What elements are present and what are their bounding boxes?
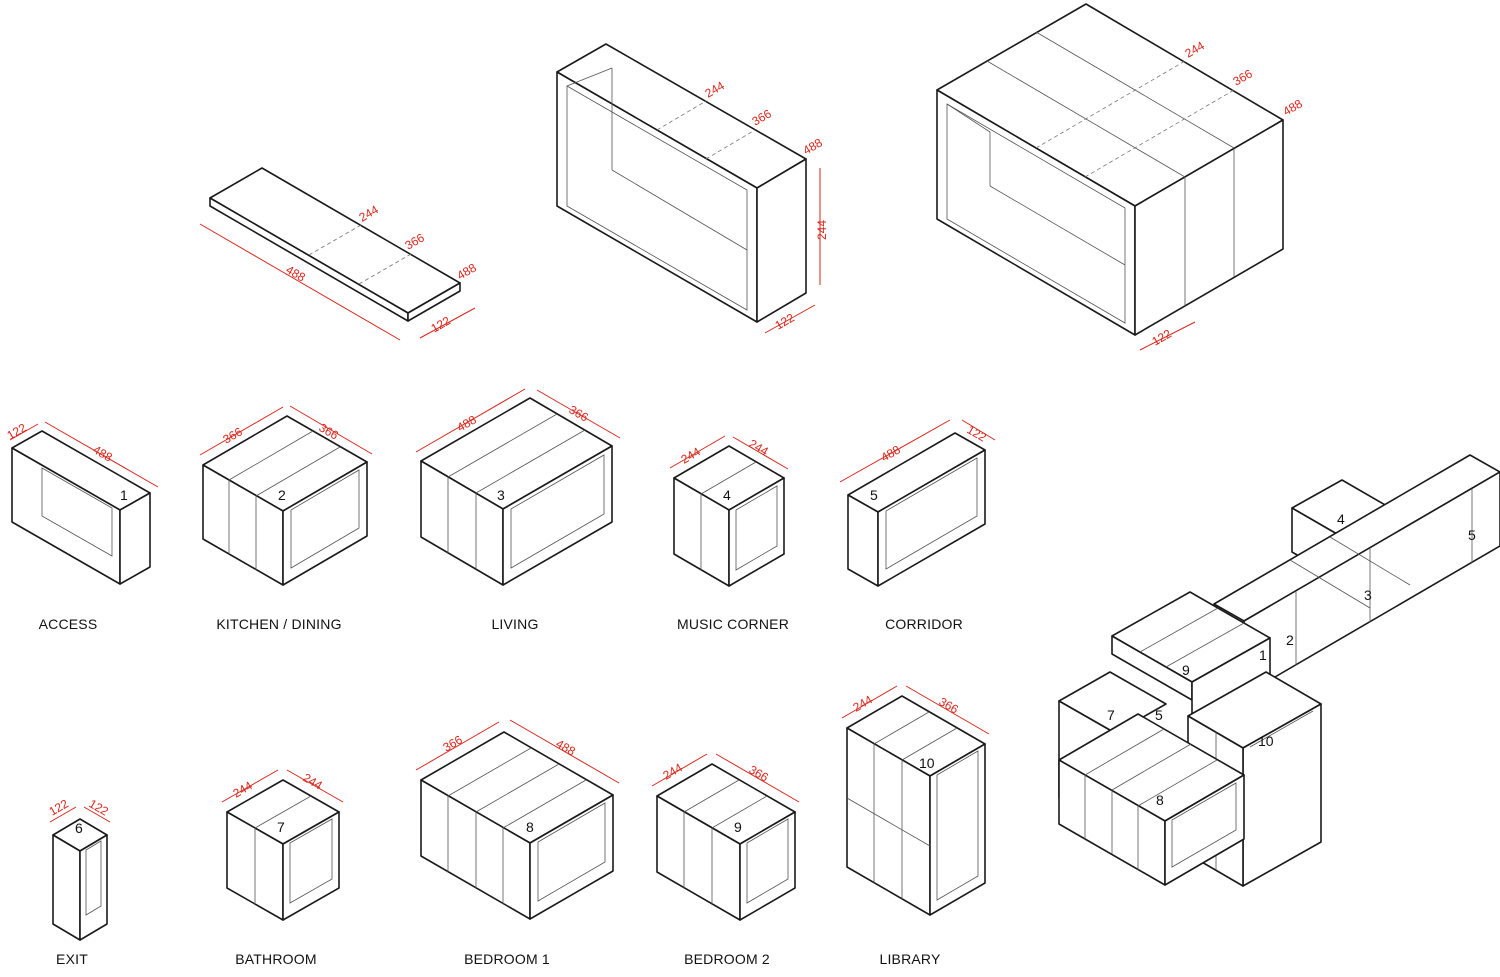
module-label-living: LIVING	[491, 616, 539, 632]
living-number: 3	[497, 487, 505, 503]
corridor-dim-a: 488	[879, 442, 904, 464]
kitchen-number: 2	[278, 487, 286, 503]
assembly-number-8: 8	[1156, 792, 1164, 808]
panel-dim-488-length: 488	[284, 262, 309, 284]
bed1-dim-b: 488	[554, 736, 579, 758]
library-dim-b: 366	[937, 694, 962, 716]
bed2-number: 9	[734, 819, 742, 835]
bath-number: 7	[277, 819, 285, 835]
module-kitchen-dining: 366 366 2	[199, 405, 373, 586]
module-bathroom: 244 244 7	[221, 769, 344, 921]
shelf-unit: 244 366 488 244 122	[556, 43, 829, 334]
module-bedroom-1: 366 488 8	[415, 719, 620, 920]
bed2-dim-b: 366	[747, 762, 772, 784]
corridor-number: 5	[870, 487, 878, 503]
wide-dim-122: 122	[1150, 326, 1175, 348]
assembly-number-4: 4	[1337, 511, 1345, 527]
module-label-corridor: CORRIDOR	[885, 616, 963, 632]
panel-dim-488-end: 488	[455, 260, 480, 282]
module-label-bedroom-2: BEDROOM 2	[684, 951, 770, 967]
shelf-dim-488: 488	[801, 135, 826, 157]
module-living: 488 366 3	[415, 388, 621, 586]
module-label-kitchen-dining: KITCHEN / DINING	[216, 616, 342, 632]
panel-dim-244: 244	[357, 202, 382, 224]
shelf-dim-122: 122	[773, 310, 798, 332]
assembly-number-1: 1	[1259, 647, 1267, 663]
bed1-dim-a: 366	[441, 732, 466, 754]
module-exit: 122 122 6	[47, 796, 112, 941]
assembly-number-5b: 5	[1155, 707, 1163, 723]
panel-dim-366: 366	[403, 230, 428, 252]
bed1-number: 8	[526, 819, 534, 835]
shelf-dim-244: 244	[703, 78, 728, 100]
module-label-exit: EXIT	[56, 951, 88, 967]
module-label-access: ACCESS	[38, 616, 98, 632]
library-number: 10	[919, 755, 935, 771]
module-music-corner: 244 244 4	[669, 435, 789, 587]
panel-dim-122: 122	[429, 313, 454, 335]
assembly-number-9: 9	[1182, 662, 1190, 678]
music-dim-b: 244	[747, 436, 772, 458]
shelf-dim-244-height: 244	[815, 220, 829, 240]
flat-panel: 244 366 488 488 122	[199, 167, 480, 341]
assembly-number-5: 5	[1468, 527, 1476, 543]
module-library: 244 366 10	[841, 685, 990, 916]
module-label-bedroom-1: BEDROOM 1	[464, 951, 550, 967]
access-number: 1	[120, 487, 128, 503]
assembly-number-3: 3	[1364, 587, 1372, 603]
exit-number: 6	[75, 820, 83, 836]
shelf-dim-366: 366	[750, 106, 775, 128]
module-corridor: 488 122 5	[839, 419, 996, 587]
access-dim-a: 122	[5, 420, 30, 442]
assembly-number-10: 10	[1258, 733, 1274, 749]
exit-dim-a: 122	[47, 796, 72, 818]
module-bedroom-2: 244 366 9	[651, 753, 800, 921]
module-label-bathroom: BATHROOM	[235, 951, 317, 967]
assembly-number-7: 7	[1107, 707, 1115, 723]
wide-dim-244: 244	[1183, 38, 1208, 60]
wide-unit: 244 366 488 122	[936, 3, 1306, 351]
assembled-house: 4 5 3 2 1 9 7 5 10 8	[1058, 454, 1500, 887]
module-access: 122 488 1	[5, 420, 159, 585]
module-label-library: LIBRARY	[879, 951, 941, 967]
wide-dim-366: 366	[1231, 66, 1256, 88]
module-label-music-corner: MUSIC CORNER	[676, 616, 790, 632]
assembly-number-2: 2	[1286, 632, 1294, 648]
music-number: 4	[723, 487, 731, 503]
exit-dim-b: 122	[87, 796, 112, 818]
wide-dim-488: 488	[1281, 96, 1306, 118]
